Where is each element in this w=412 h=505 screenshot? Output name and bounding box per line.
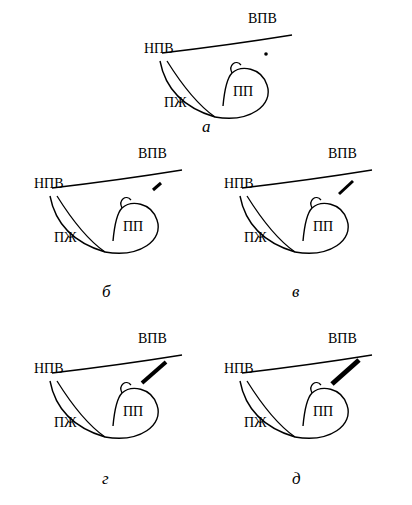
chamber-label: ПП: [123, 404, 143, 420]
panel-letter: а: [202, 118, 211, 136]
panel-letter: в: [292, 283, 299, 301]
chamber-label: ПЖ: [54, 415, 77, 431]
vessel-label: ВПВ: [138, 146, 167, 162]
panel-b: [50, 170, 182, 253]
panel-letter: г: [102, 470, 109, 488]
vessel-label: ВПВ: [138, 331, 167, 347]
vessel-label: ВПВ: [328, 331, 357, 347]
panel-letter: б: [102, 283, 111, 301]
chamber-label: ПП: [233, 84, 253, 100]
panel-d: [240, 355, 372, 438]
chamber-label: ПЖ: [164, 95, 187, 111]
panel-v: [240, 170, 372, 253]
vessel-label: НПВ: [34, 176, 64, 192]
vessel-label: НПВ: [224, 361, 254, 377]
vessel-label: НПВ: [144, 41, 174, 57]
chamber-label: ПЖ: [244, 415, 267, 431]
chamber-label: ПЖ: [244, 230, 267, 246]
chamber-label: ПП: [123, 219, 143, 235]
panel-letter: д: [292, 470, 301, 488]
vessel-label: НПВ: [34, 361, 64, 377]
panel-g: [50, 355, 182, 438]
chamber-label: ПЖ: [54, 230, 77, 246]
vessel-label: ВПВ: [248, 11, 277, 27]
vessel-label: НПВ: [224, 176, 254, 192]
panel-a: [160, 35, 292, 118]
chamber-label: ПП: [313, 219, 333, 235]
chamber-label: ПП: [313, 404, 333, 420]
vessel-label: ВПВ: [328, 146, 357, 162]
